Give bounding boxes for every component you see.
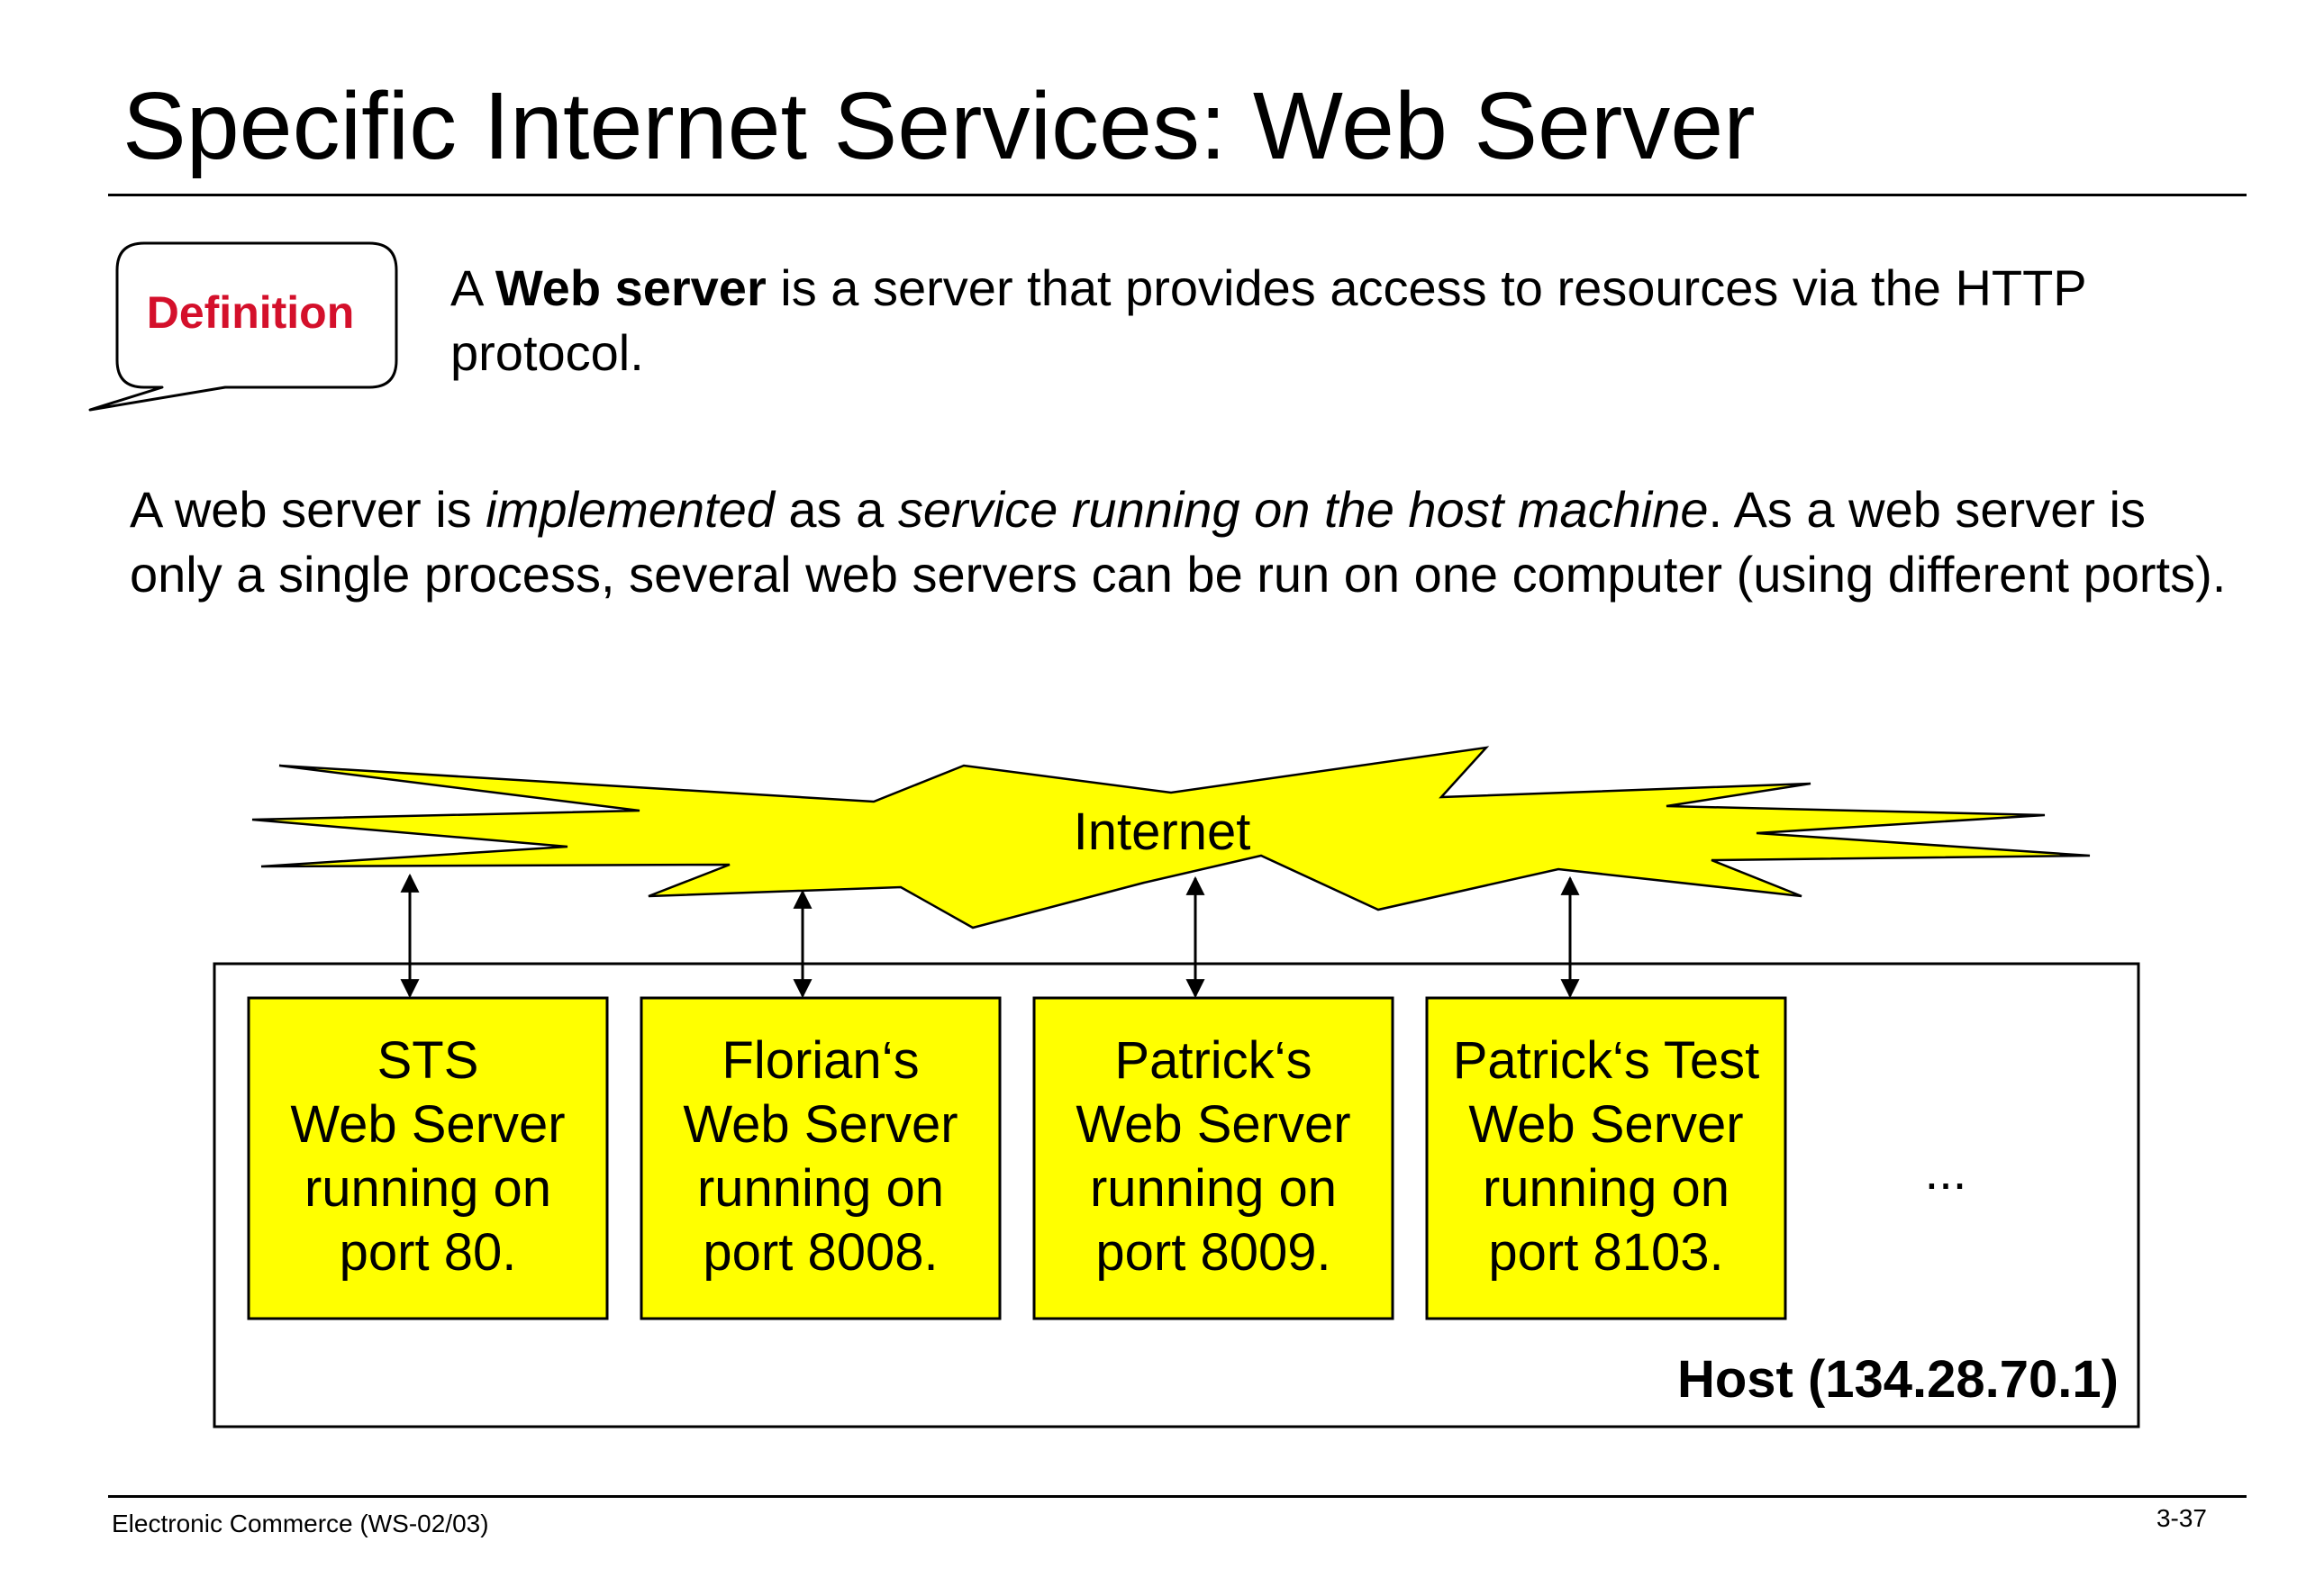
definition-prefix: A (450, 259, 495, 316)
server-name: STS (377, 1031, 479, 1090)
server-port: port 8009. (1095, 1223, 1331, 1282)
server-running: running on (1482, 1159, 1730, 1218)
para-part-3: . As a web server is only a single proce… (130, 481, 2227, 603)
internet-label: Internet (1073, 803, 1251, 861)
para-part-1: A web server is (130, 481, 486, 538)
more-servers-ellipsis: ... (1924, 1143, 1967, 1200)
definition-label: Definition (146, 287, 355, 338)
server-label-patrick-test: Patrick‘s Test Web Server running on por… (1427, 1029, 1785, 1284)
server-type: Web Server (1468, 1095, 1744, 1154)
server-type: Web Server (290, 1095, 566, 1154)
server-port: port 8103. (1488, 1223, 1724, 1282)
server-label-patrick: Patrick‘s Web Server running on port 800… (1034, 1029, 1393, 1284)
definition-text: A Web server is a server that provides a… (450, 256, 2216, 385)
server-box-patrick (1032, 996, 1394, 1320)
server-type: Web Server (1076, 1095, 1351, 1154)
server-running: running on (304, 1159, 552, 1218)
server-label-sts: STS Web Server running on port 80. (249, 1029, 607, 1284)
definition-term: Web server (495, 259, 767, 316)
para-part-2: as a (774, 481, 898, 538)
server-label-florian: Florian‘s Web Server running on port 800… (641, 1029, 1000, 1284)
server-name: Florian‘s (722, 1031, 920, 1090)
footer-page-number: 3-37 (2156, 1504, 2207, 1532)
server-box-patrick-test (1425, 996, 1787, 1320)
server-running: running on (696, 1159, 945, 1218)
host-box (213, 962, 2140, 1428)
body-paragraph: A web server is implemented as a service… (130, 477, 2238, 607)
slide-title: Specific Internet Services: Web Server (123, 73, 1756, 179)
server-port: port 8008. (703, 1223, 939, 1282)
footer-divider (108, 1495, 2247, 1498)
server-name: Patrick‘s Test (1452, 1031, 1760, 1090)
footer-course: Electronic Commerce (WS-02/03) (112, 1510, 489, 1537)
server-name: Patrick‘s (1114, 1031, 1312, 1090)
internet-cloud (251, 746, 2091, 929)
server-type: Web Server (683, 1095, 958, 1154)
para-emphasis-2: service running on the host machine (897, 481, 1709, 538)
server-port: port 80. (339, 1223, 517, 1282)
title-divider (108, 194, 2247, 196)
server-box-florian (640, 996, 1002, 1320)
para-emphasis-1: implemented (486, 481, 775, 538)
definition-rest: is a server that provides access to reso… (450, 259, 2086, 381)
server-running: running on (1089, 1159, 1338, 1218)
server-box-sts (247, 996, 609, 1320)
host-label: Host (134.28.70.1) (1676, 1350, 2119, 1409)
